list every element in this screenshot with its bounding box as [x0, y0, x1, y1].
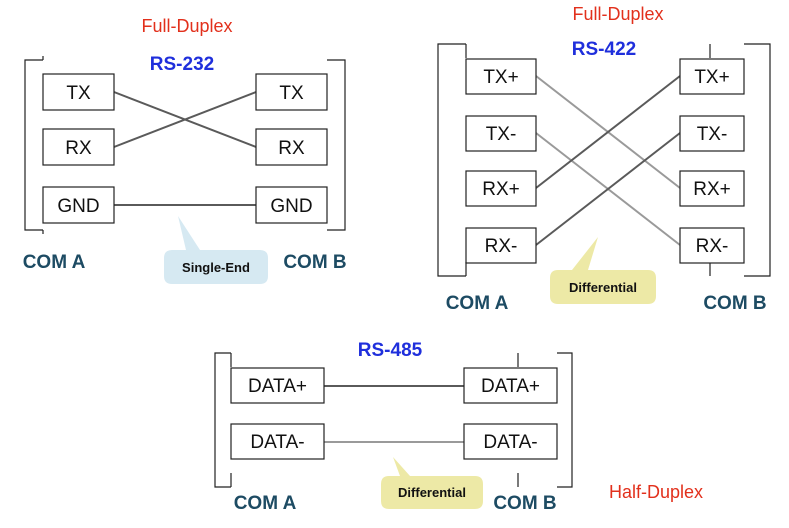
rs485-pin-b-datap: DATA+ [481, 376, 540, 397]
rs422-pin-a-txp: TX+ [483, 67, 518, 88]
rs485-callout-shape [381, 457, 483, 509]
rs232-pin-b-tx-box [255, 73, 328, 111]
rs485-pin-a-datap-box [230, 367, 325, 404]
rs422-duplex-label: Full-Duplex [572, 4, 663, 24]
rs485-callout-text: Differential [398, 485, 466, 500]
rs422-pin-b-rxn: RX- [696, 236, 729, 257]
rs422-callout-text: Differential [569, 280, 637, 295]
rs485-com-a-label: COM A [234, 493, 297, 514]
rs485-pin-a-datan: DATA- [250, 432, 304, 453]
rs232-pin-a-gnd: GND [57, 196, 99, 217]
rs232-callout-text: Single-End [182, 260, 250, 275]
rs485-com-b-label: COM B [493, 493, 556, 514]
rs232-com-b-label: COM B [283, 252, 346, 273]
rs232-pin-b-rx: RX [278, 138, 305, 159]
rs485-duplex-label: Half-Duplex [609, 482, 703, 502]
rs232-pin-b-gnd: GND [270, 196, 312, 217]
rs232-duplex-label: Full-Duplex [141, 16, 232, 36]
rs422-callout-shape [550, 237, 656, 304]
rs232-wire-rx-to-tx [113, 91, 257, 148]
rs422-pin-a-txn: TX- [486, 124, 517, 145]
rs422-com-b-label: COM B [703, 293, 766, 314]
rs422-pin-a-txp-box [465, 58, 537, 95]
rs422-pin-b-rxp: RX+ [693, 179, 731, 200]
rs422-pin-b-rxn-box [679, 227, 745, 264]
rs422-pin-a-rxn: RX- [485, 236, 518, 257]
rs422-com-b-bracket-outer [744, 43, 771, 277]
rs232-pin-b-tx: TX [279, 83, 304, 104]
rs485-com-a-bracket-outer [214, 352, 231, 488]
rs232-pin-a-tx-box [42, 73, 115, 111]
rs232-com-a-label: COM A [23, 252, 86, 273]
rs232-pin-a-tx: TX [66, 83, 91, 104]
rs232-pin-a-rx: RX [65, 138, 92, 159]
rs422-group: Full-Duplex RS-422 TX+ TX- RX+ RX- TX+ T… [437, 4, 771, 314]
rs485-com-b-bracket-outer [557, 352, 573, 488]
rs422-pin-b-txn: TX- [697, 124, 728, 145]
rs485-standard-label: RS-485 [358, 340, 423, 361]
rs485-pin-b-datap-box [463, 367, 558, 404]
rs422-standard-label: RS-422 [572, 39, 636, 60]
rs485-pin-b-datan: DATA- [483, 432, 537, 453]
rs232-pin-b-rx-box [255, 128, 328, 166]
rs232-standard-label: RS-232 [150, 54, 214, 75]
rs422-pin-b-txn-box [679, 115, 745, 152]
rs232-group: Full-Duplex RS-232 TX RX GND TX RX GND S… [23, 16, 347, 284]
rs232-pin-b-gnd-box [255, 186, 328, 224]
rs232-pin-a-gnd-box [42, 186, 115, 224]
rs422-wire-rxp-to-txp [535, 75, 681, 189]
rs422-pin-a-txn-box [465, 115, 537, 152]
rs422-pin-a-rxp-box [465, 170, 537, 207]
rs422-pin-b-rxp-box [679, 170, 745, 207]
rs422-pin-b-txp-box [679, 58, 745, 95]
rs422-pin-b-txp: TX+ [694, 67, 729, 88]
rs422-com-a-label: COM A [446, 293, 509, 314]
rs232-pin-a-rx-box [42, 128, 115, 166]
rs422-wire-rxn-to-txn [535, 132, 681, 246]
rs232-callout-shape [164, 216, 268, 284]
rs422-pin-a-rxp: RX+ [482, 179, 520, 200]
rs485-group: RS-485 Half-Duplex DATA+ DATA- DATA+ DAT… [214, 340, 703, 514]
rs485-pin-a-datap: DATA+ [248, 376, 307, 397]
rs422-com-a-bracket-outer [437, 43, 466, 277]
rs232-com-a-bracket-outer [24, 59, 43, 231]
rs422-pin-a-rxn-box [465, 227, 537, 264]
rs485-pin-a-datan-box [230, 423, 325, 460]
rs485-pin-b-datan-box [463, 423, 558, 460]
rs232-com-b-bracket-outer [327, 59, 346, 231]
